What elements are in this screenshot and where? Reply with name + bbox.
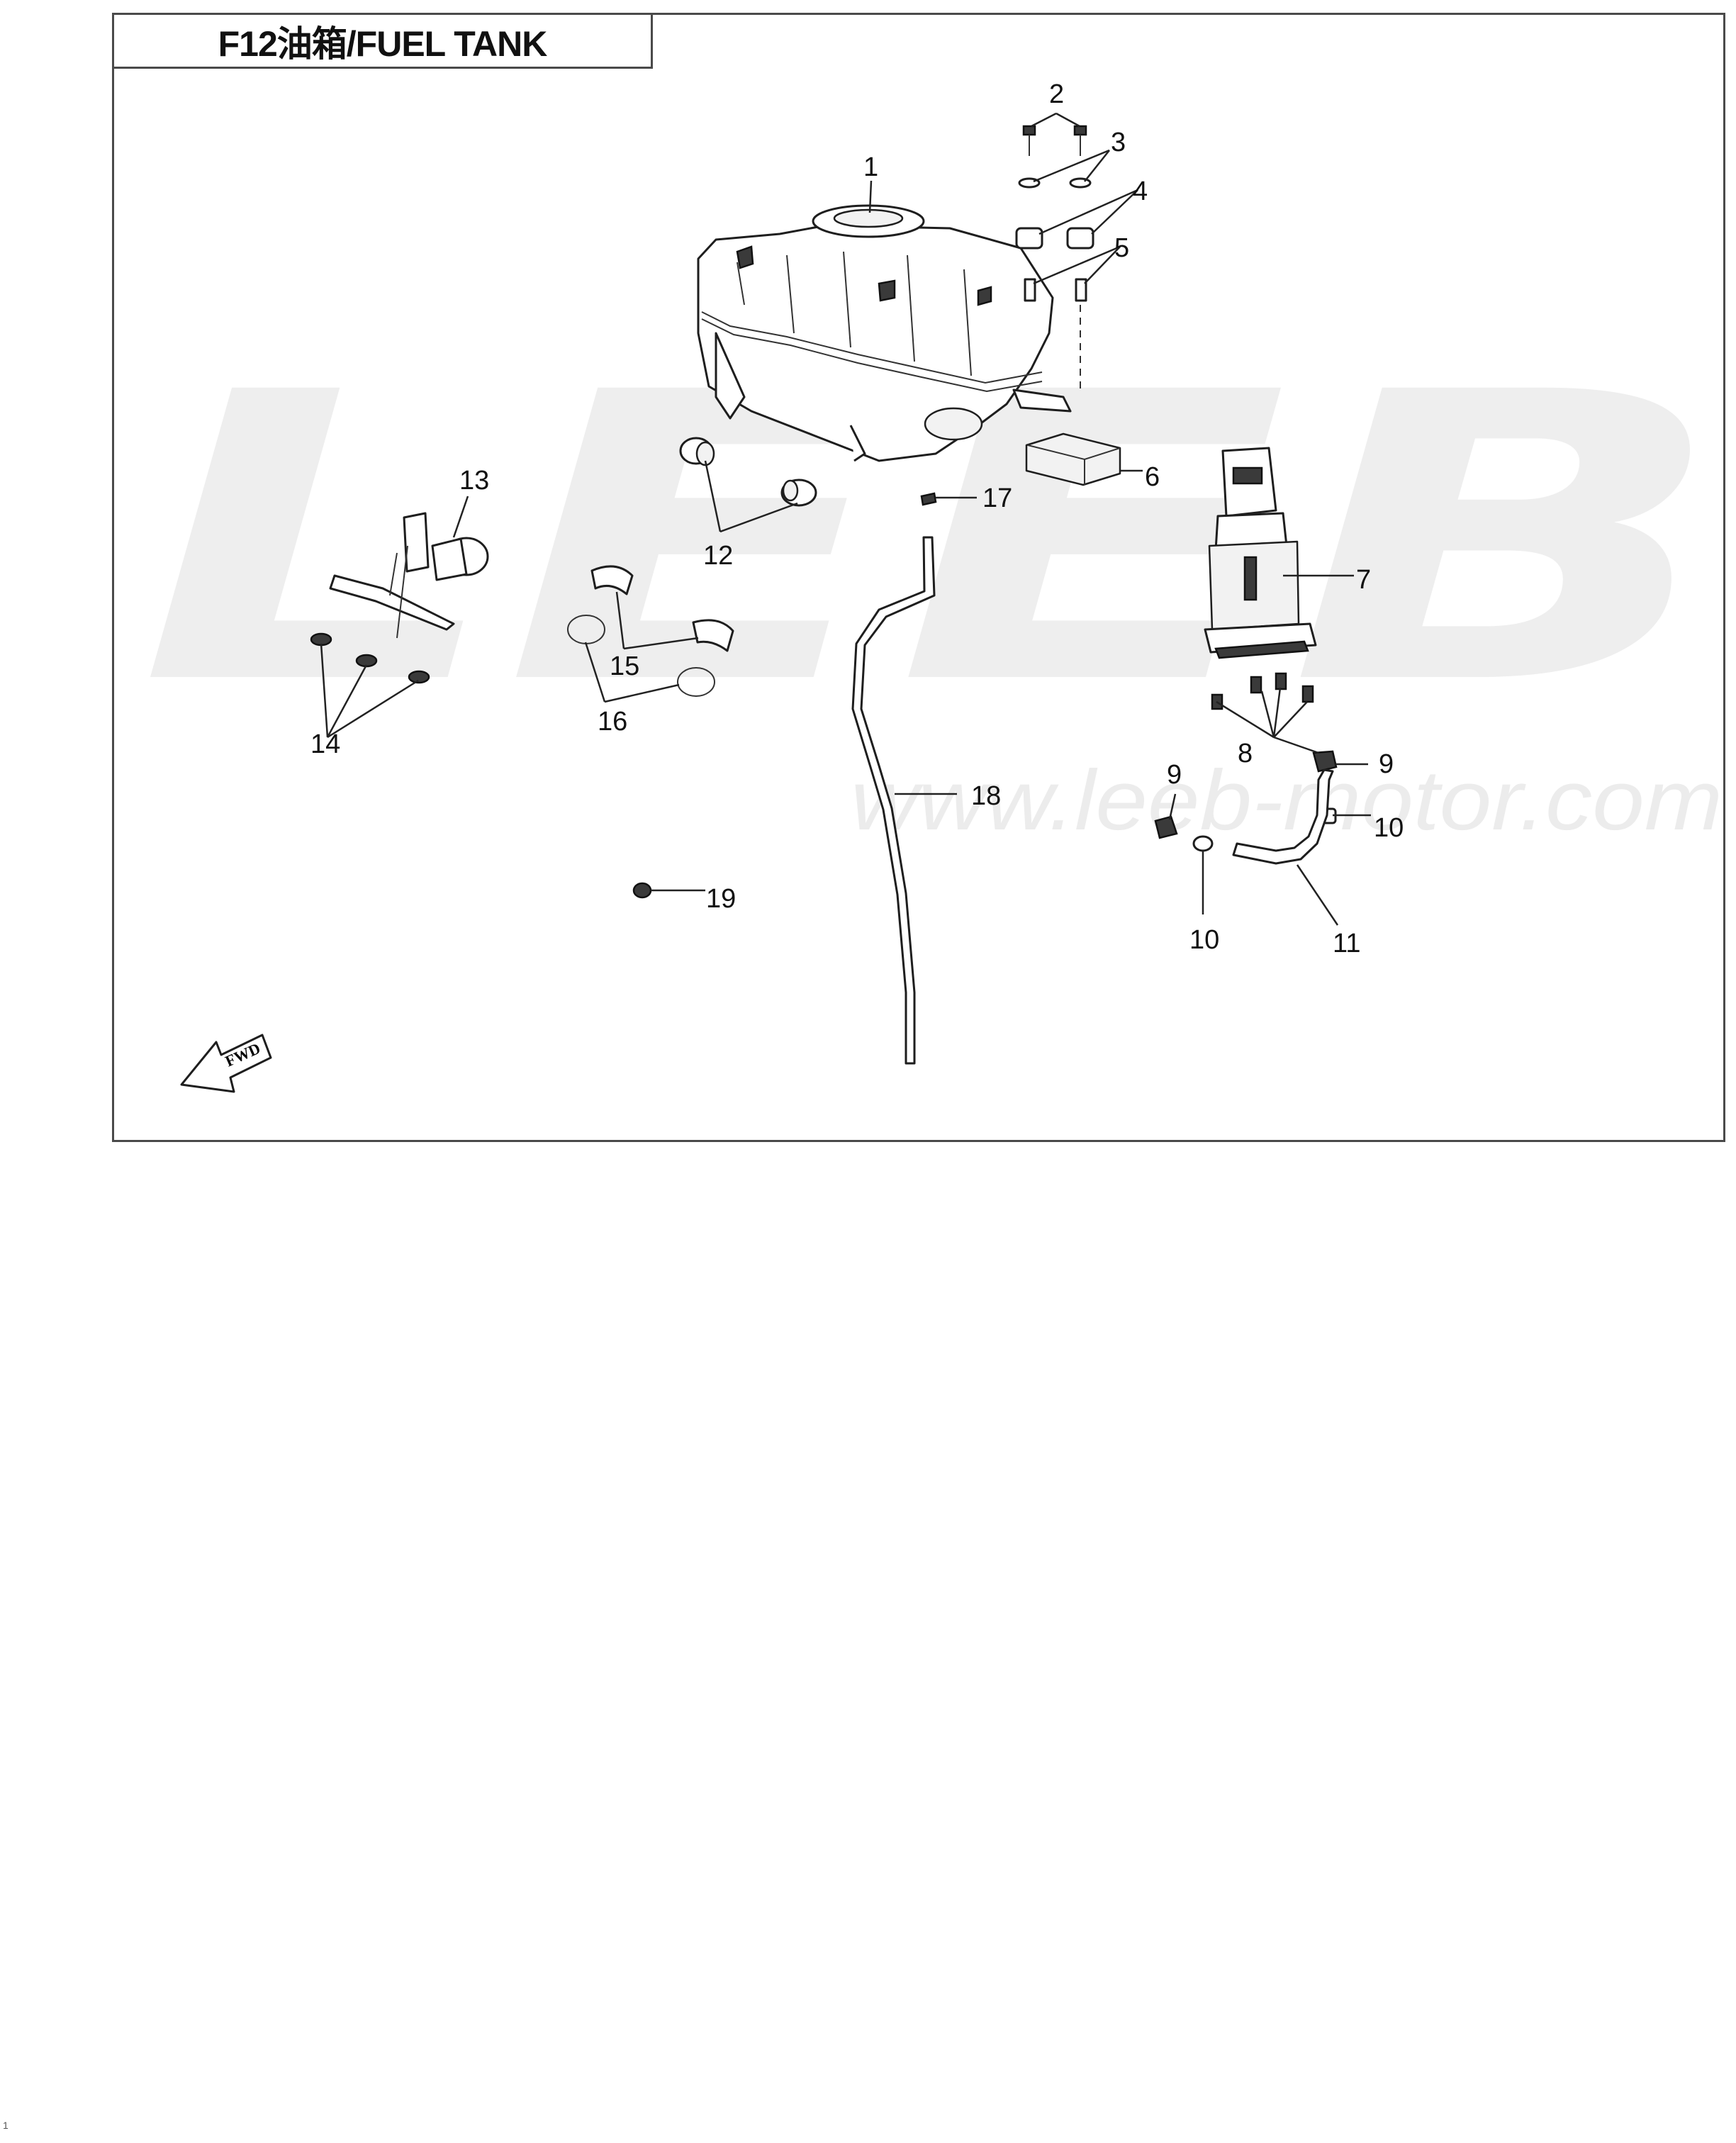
callout-14: 14 xyxy=(310,729,340,759)
callout-4: 4 xyxy=(1133,177,1148,206)
part-pump-screws xyxy=(1211,672,1314,710)
part-level-sensor xyxy=(329,512,489,639)
part-grommets xyxy=(310,632,430,684)
callout-8: 8 xyxy=(1238,739,1253,768)
callout-6: 6 xyxy=(1145,462,1160,492)
callout-2: 2 xyxy=(1049,79,1064,109)
diagram-frame xyxy=(112,13,1725,1142)
callout-15: 15 xyxy=(610,651,639,681)
callout-7: 7 xyxy=(1356,565,1371,595)
page-number: 1 xyxy=(3,2120,9,2131)
leader-lines xyxy=(320,112,1371,926)
callout-18: 18 xyxy=(971,781,1001,811)
callout-10-right: 10 xyxy=(1374,813,1404,843)
part-fuel-hose xyxy=(1154,750,1338,865)
fuel-tank-exploded-diagram: LEEB www.leeb-motor.com xyxy=(138,79,1726,1093)
title-tab: F12油箱/FUEL TANK xyxy=(112,13,653,69)
callout-11: 11 xyxy=(1333,929,1360,958)
callout-numbers: 1 2 3 4 5 6 7 8 9 9 10 10 11 12 13 14 15… xyxy=(310,79,1404,958)
part-drain-hose xyxy=(851,492,937,1065)
watermark-url: www.leeb-motor.com xyxy=(851,753,1723,848)
callout-3: 3 xyxy=(1111,128,1126,157)
part-fuel-pump xyxy=(1204,447,1317,659)
forward-direction-arrow: FWD xyxy=(180,1034,272,1093)
callout-17: 17 xyxy=(982,483,1012,513)
callout-9-right: 9 xyxy=(1379,749,1394,779)
callout-9-left: 9 xyxy=(1167,760,1182,790)
callout-10-bottom: 10 xyxy=(1189,925,1219,955)
callout-13: 13 xyxy=(459,466,489,496)
callout-16: 16 xyxy=(598,707,627,737)
part-fuel-tank xyxy=(697,204,1072,462)
callout-12: 12 xyxy=(703,541,733,571)
callout-5: 5 xyxy=(1114,233,1129,263)
part-bushings xyxy=(679,437,817,507)
part-hose-fittings xyxy=(567,565,734,697)
part-rubber-pad xyxy=(1025,432,1121,486)
callout-19: 19 xyxy=(706,884,736,914)
callout-1: 1 xyxy=(863,152,878,182)
diagram-title: F12油箱/FUEL TANK xyxy=(218,23,548,64)
part-bolt-stack xyxy=(1015,125,1094,390)
